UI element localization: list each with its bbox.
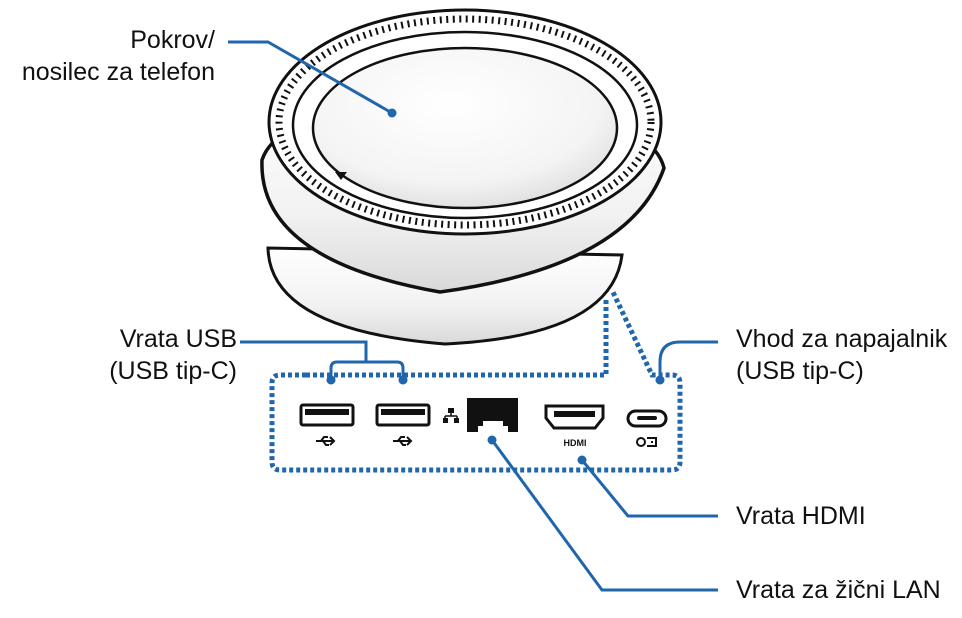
label-power-line2: (USB tip-C) <box>736 357 864 385</box>
label-cover-line2: nosilec za telefon <box>21 58 215 86</box>
label-power-line1: Vhod za napajalnik <box>736 325 948 353</box>
label-usb-line2: (USB tip-C) <box>109 357 237 385</box>
callout-lines <box>228 40 718 592</box>
label-lan-port: Vrata za žični LAN <box>736 574 941 606</box>
label-hdmi-port: Vrata HDMI <box>736 500 866 532</box>
lan-icon <box>443 408 459 423</box>
label-cover: Pokrov/ nosilec za telefon <box>22 24 215 88</box>
label-lan-text: Vrata za žični LAN <box>736 576 941 604</box>
callout-dots <box>326 108 665 465</box>
label-cover-line1: Pokrov/ <box>130 26 215 54</box>
lan-port <box>467 398 518 432</box>
usb-icon <box>393 436 413 446</box>
label-usb-ports: Vrata USB (USB tip-C) <box>109 323 237 387</box>
label-usb-line1: Vrata USB <box>119 325 237 353</box>
usb-port-1 <box>299 403 355 427</box>
marker-triangle-icon <box>335 172 347 180</box>
label-hdmi-text: Vrata HDMI <box>736 502 866 530</box>
usb-port-2 <box>375 403 431 427</box>
dock-body <box>260 8 666 346</box>
power-port <box>626 409 668 428</box>
cover-surface <box>311 46 619 210</box>
usb-icon <box>316 436 336 446</box>
hdmi-marking: HDMI <box>564 438 587 448</box>
hdmi-port-icon <box>544 404 605 430</box>
port-panel-outline <box>269 288 683 473</box>
label-power-input: Vhod za napajalnik (USB tip-C) <box>736 323 947 387</box>
power-icon <box>636 437 657 447</box>
